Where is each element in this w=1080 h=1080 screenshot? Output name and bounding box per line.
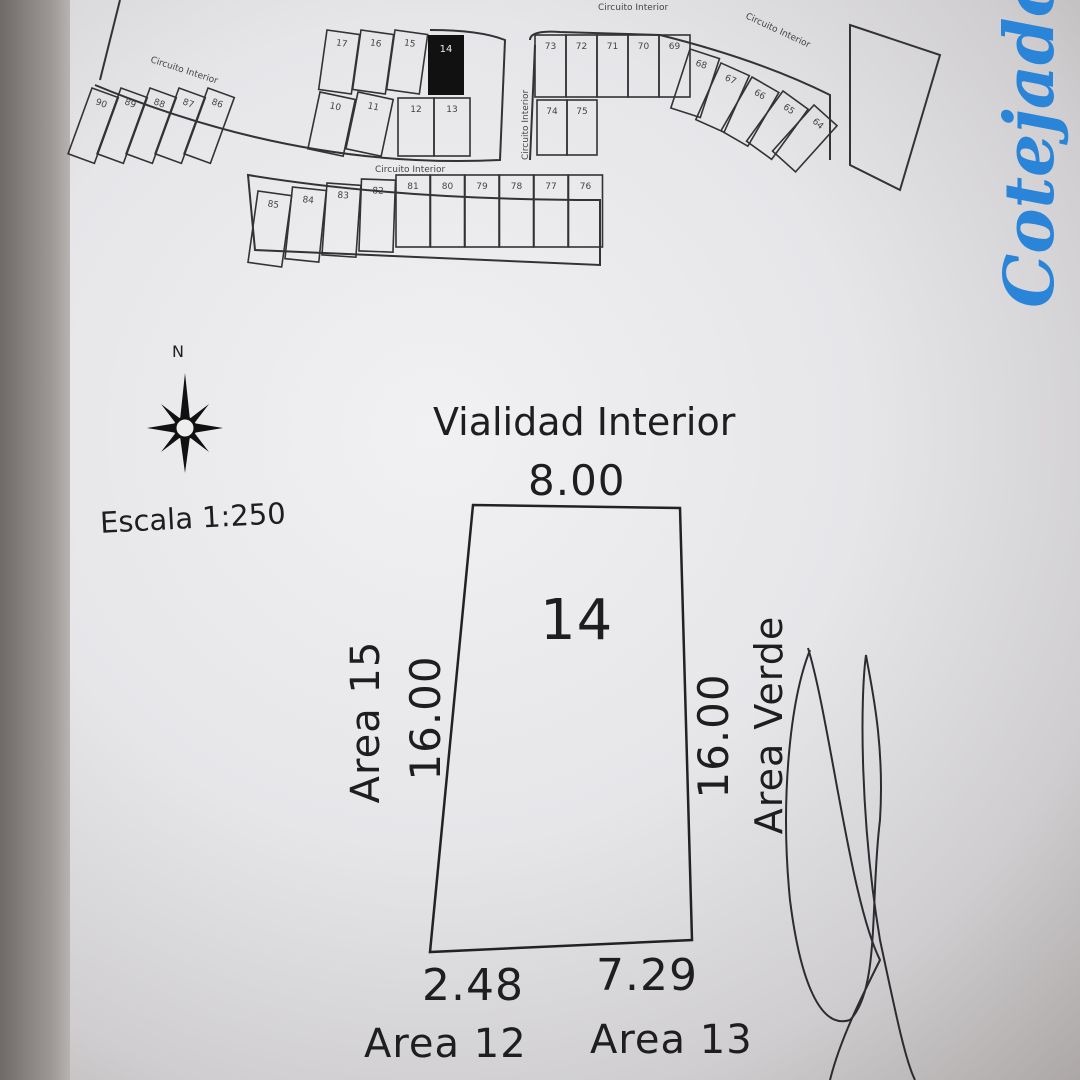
- map-lot-outline: [567, 174, 604, 248]
- map-lot-outline: [694, 61, 751, 134]
- cotejado-stamp: Cotejado: [990, 0, 1070, 308]
- map-lot: 10: [306, 91, 357, 158]
- map-lot: 79: [464, 174, 500, 248]
- background-surface: [0, 0, 72, 1080]
- south-left-length: 2.48: [422, 960, 524, 1011]
- map-lot-number: 86: [210, 97, 224, 110]
- map-lot-number: 84: [302, 195, 315, 206]
- map-lot-number: 12: [410, 105, 421, 115]
- map-lot-number: 80: [442, 182, 454, 192]
- map-lot-number: 70: [638, 42, 650, 52]
- east-boundary-length: 16.00: [688, 673, 738, 799]
- map-lot: 69: [658, 34, 691, 98]
- map-lot-number: 13: [446, 105, 457, 115]
- map-lot: 83: [321, 182, 362, 259]
- map-lot: 80: [429, 174, 466, 248]
- map-lot: 90: [67, 86, 120, 165]
- map-lot-number: 75: [576, 107, 587, 117]
- west-boundary-label: Area 15: [343, 640, 389, 804]
- south-right-label: Area 13: [590, 1017, 753, 1063]
- south-right-length: 7.29: [596, 950, 698, 1001]
- map-lot-number: 77: [545, 182, 556, 192]
- map-lot-number: 67: [723, 73, 738, 87]
- map-lot-number: 79: [476, 182, 488, 192]
- map-lot: 70: [627, 34, 660, 98]
- road-outline: [94, 0, 942, 267]
- south-left-label: Area 12: [364, 1021, 527, 1067]
- map-lot-number: 15: [403, 38, 416, 49]
- map-lot-outline: [566, 99, 598, 156]
- map-lot: 77: [533, 174, 569, 248]
- map-lot: 71: [596, 34, 629, 98]
- map-lot-number: 87: [181, 97, 195, 110]
- map-lot-number: 85: [267, 200, 280, 211]
- map-lot-number: 65: [781, 102, 796, 117]
- highlighted-lot: [428, 35, 464, 95]
- west-boundary-length: 16.00: [400, 655, 450, 781]
- map-lot-number: 10: [328, 101, 342, 113]
- map-lot-number: 76: [580, 182, 592, 192]
- map-lot-outline: [433, 97, 471, 157]
- north-boundary-label: Vialidad Interior: [433, 400, 736, 444]
- map-lot-outline: [67, 86, 120, 165]
- map-lot: 11: [344, 91, 395, 158]
- map-lot-number: 69: [669, 42, 681, 52]
- map-lot-number: 71: [607, 42, 618, 52]
- map-lot-outline: [306, 91, 357, 158]
- map-lot-number: 68: [694, 59, 708, 72]
- map-lot-outline: [317, 29, 361, 95]
- map-lot-outline: [321, 182, 362, 259]
- map-lot-outline: [358, 178, 397, 253]
- map-lot-number: 72: [576, 42, 587, 52]
- map-lot-number: 66: [752, 88, 767, 103]
- north-boundary-length: 8.00: [528, 456, 626, 505]
- site-plan-map: 15 16 17 12 13 11 10 73 72 71 70 69 68 67 66 65 64 74 75 85…: [67, 0, 942, 268]
- street-label: Circuito Interior: [521, 90, 531, 160]
- map-lot: 65: [745, 89, 810, 161]
- street-label: Circuito Interior: [598, 3, 668, 13]
- street-label: Circuito Interior: [149, 55, 219, 86]
- map-lot: 81: [395, 174, 431, 248]
- map-lot: 84: [284, 186, 328, 264]
- map-lot: 75: [566, 99, 598, 156]
- map-lot-number: 74: [546, 107, 558, 117]
- map-lot: 67: [694, 61, 751, 134]
- north-label: N: [172, 342, 185, 361]
- map-lot-number: 90: [94, 97, 108, 110]
- map-lot-number: 64: [810, 117, 825, 132]
- map-lot: 73: [534, 34, 567, 98]
- map-lot-number: 73: [545, 42, 556, 52]
- map-lot-outline: [771, 103, 839, 173]
- map-lot: 76: [567, 174, 604, 248]
- lot-number: 14: [540, 588, 614, 653]
- map-lot: 78: [498, 174, 535, 248]
- map-lot: 72: [565, 34, 598, 98]
- map-lot: 17: [317, 29, 361, 95]
- map-lot-number: 78: [511, 182, 523, 192]
- map-lot-number: 17: [335, 38, 348, 49]
- map-lot: 74: [536, 99, 568, 156]
- map-lot-outline: [284, 186, 328, 264]
- map-lot-number: 16: [369, 38, 382, 50]
- map-lot-outline: [344, 91, 395, 158]
- map-lot-number: 11: [366, 101, 379, 113]
- map-lot-number: 81: [407, 182, 418, 192]
- highlighted-lot-number: 14: [440, 44, 453, 55]
- map-lot-outline: [745, 89, 810, 161]
- map-lot: 12: [397, 97, 435, 157]
- map-lot: 64: [771, 103, 839, 173]
- street-label: Circuito Interior: [744, 12, 812, 51]
- street-label: Circuito Interior: [375, 165, 445, 175]
- map-lot: 13: [433, 97, 471, 157]
- map-lot-number: 83: [337, 191, 349, 202]
- east-boundary-label: Area Verde: [747, 615, 792, 835]
